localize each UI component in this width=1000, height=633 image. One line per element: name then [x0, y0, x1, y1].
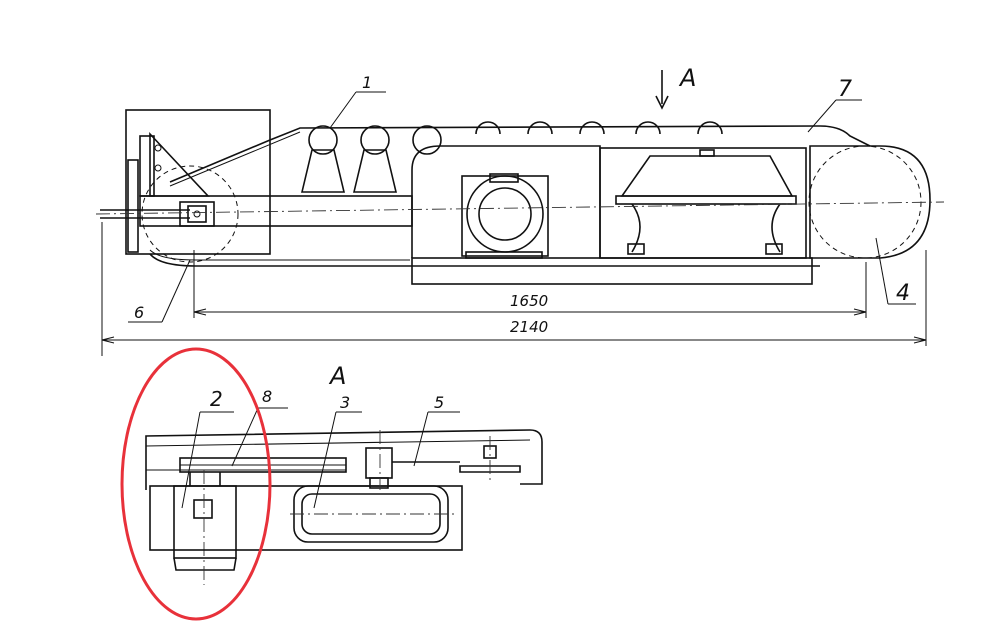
- callout-3: 3: [340, 393, 350, 412]
- belt-upper-return: [169, 125, 871, 183]
- dimension-inner: 1650: [510, 292, 548, 310]
- dimension-overall: 2140: [510, 318, 548, 336]
- highlight-ellipse: [120, 347, 272, 621]
- left-frame-box: [125, 109, 271, 255]
- tail-drum: [141, 165, 239, 263]
- head-drum-guard: [809, 145, 931, 259]
- base-plate: [411, 257, 813, 285]
- callout-5: 5: [434, 393, 444, 412]
- crusher-hood: [620, 155, 794, 197]
- frame-beam: [139, 195, 413, 227]
- callout-4: 4: [896, 281, 910, 306]
- drive-housing: [411, 145, 601, 258]
- section-frame: [145, 429, 543, 490]
- centre-line: [95, 201, 945, 215]
- view-label: A: [678, 64, 696, 92]
- callout-8: 8: [262, 387, 272, 406]
- callouts-section: 2 8 3 5: [181, 387, 460, 509]
- motor-side: [461, 173, 549, 259]
- dimensions: 1650 2140: [101, 222, 927, 356]
- callout-1: 1: [362, 73, 372, 92]
- motor-section: [173, 470, 237, 585]
- callout-7: 7: [838, 77, 852, 102]
- head-drum: [808, 145, 922, 259]
- idler-rollers: [300, 121, 723, 193]
- section-label: A: [328, 362, 346, 390]
- chamber-box: [599, 147, 807, 259]
- callout-2: 2: [210, 387, 223, 411]
- callouts-top: 1 7 4 6: [128, 73, 916, 323]
- belt-lower: [149, 253, 820, 267]
- side-view: A: [95, 64, 945, 285]
- callout-6: 6: [134, 303, 144, 322]
- section-view: A: [145, 362, 543, 585]
